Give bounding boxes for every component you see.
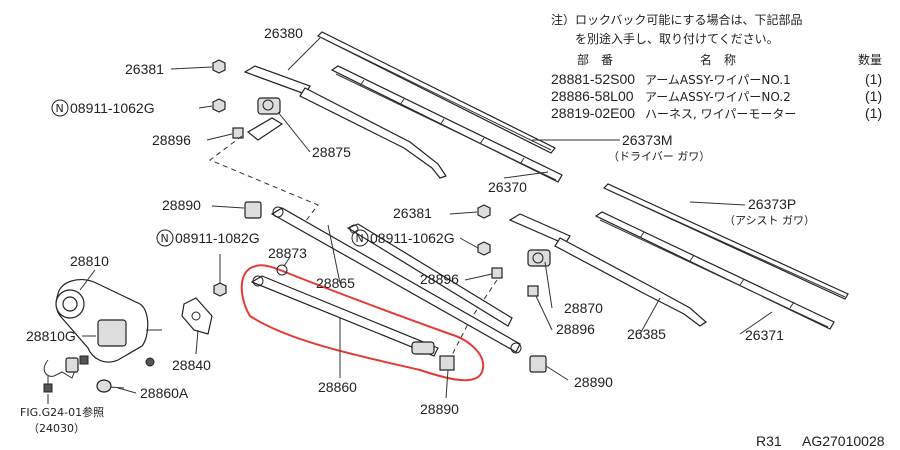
wiper-motor-28810 (55, 279, 162, 367)
label-26373m-sub: （ドライバー ガワ） (608, 150, 710, 163)
label-28896-b: 28896 (420, 271, 459, 287)
label-28810g: 28810G (26, 328, 76, 344)
harness-28810g (43, 355, 89, 393)
row3-name: ハーネス, ワイパーモーター (645, 107, 796, 121)
bolt-28860a (96, 379, 125, 393)
wiper-blade-26371 (594, 211, 835, 330)
washer-28873 (276, 264, 288, 276)
label-28896-c: 28896 (556, 321, 595, 337)
arm-pivot-28870 (527, 249, 551, 267)
link-rod-28865 (270, 206, 522, 354)
label-28873: 28873 (268, 245, 307, 261)
label-26385: 26385 (627, 326, 666, 342)
label-08911-1062g-b: 08911-1062G (370, 230, 455, 246)
label-28870: 28870 (564, 300, 603, 316)
bushing-28890-c (529, 355, 547, 373)
label-28860a: 28860A (140, 385, 189, 401)
note-line-1: 注）ロックバック可能にする場合は、下記部品 (551, 12, 803, 27)
label-26373p: 26373P (748, 196, 796, 212)
header-part-no: 部 番 (577, 52, 613, 67)
header-name: 名 称 (700, 52, 736, 67)
nut-08911-1082g (213, 282, 227, 297)
label-28865: 28865 (316, 275, 355, 291)
bushing-28890-b (439, 355, 455, 371)
bushing-28890-a (244, 201, 262, 219)
label-26381-b: 26381 (393, 205, 432, 221)
nut-26381-a (212, 59, 226, 74)
label-28896-a: 28896 (152, 132, 191, 148)
row2-name: アームASSY-ワイパーNO.2 (645, 90, 791, 104)
label-08911-1082g: 08911-1082G (175, 230, 260, 246)
reference-code: AG27010028 (802, 433, 885, 449)
label-08911-1062g-a: 08911-1062G (70, 100, 155, 116)
row2-part-no: 28886-58L00 (551, 88, 634, 104)
label-fig-ref-sub: （24030） (28, 422, 85, 435)
row3-qty: (1) (865, 105, 882, 121)
svg-text:N: N (161, 232, 169, 245)
label-28890-a: 28890 (162, 197, 201, 213)
row1-name: アームASSY-ワイパーNO.1 (645, 73, 791, 87)
label-26381-a: 26381 (125, 61, 164, 77)
n-symbol-2: N (156, 229, 174, 247)
part-labels: 26380 26381 08911-1062G 28896 28875 2637… (20, 25, 815, 435)
n-symbol-1: N (51, 99, 69, 117)
assist-blade-group (594, 183, 849, 330)
label-fig-ref: FIG.G24-01参照 (20, 405, 104, 419)
wiper-arm-26380 (243, 65, 447, 179)
assist-hardware (477, 204, 539, 297)
row1-qty: (1) (865, 71, 882, 87)
note-line-2: を別途入手し、取り付けてください。 (575, 31, 779, 46)
wiper-arm-26385 (508, 213, 707, 327)
page-code: R31 (756, 433, 782, 449)
bracket-28840 (181, 297, 213, 335)
label-26370: 26370 (488, 179, 527, 195)
svg-text:N: N (356, 232, 364, 245)
nut-26381-b (477, 204, 491, 219)
label-26380: 26380 (264, 25, 303, 41)
n-symbol-3: N (351, 229, 369, 247)
bushing-28896-c (527, 285, 539, 297)
nut-08911-b (477, 241, 491, 256)
highlight-loop (240, 264, 485, 382)
bushing-28896-b (491, 267, 503, 279)
svg-text:N: N (56, 102, 64, 115)
label-26371: 26371 (745, 327, 784, 343)
label-28810: 28810 (70, 253, 109, 269)
label-26373p-sub: （アシスト ガワ） (724, 214, 815, 227)
bushing-28896-a (232, 127, 244, 139)
label-28890-c: 28890 (574, 374, 613, 390)
driver-blade-group (316, 31, 563, 183)
label-28875: 28875 (312, 144, 351, 160)
header-qty: 数量 (858, 52, 882, 67)
driver-hardware (212, 59, 244, 139)
link-rod-28860 (250, 275, 455, 371)
label-28840: 28840 (172, 357, 211, 373)
row3-part-no: 28819-02E00 (551, 105, 635, 121)
note-block: 注）ロックバック可能にする場合は、下記部品 を別途入手し、取り付けてください。 … (551, 12, 882, 121)
nut-08911-a (212, 98, 226, 113)
label-28890-b: 28890 (420, 401, 459, 417)
label-26373m: 26373M (622, 132, 673, 148)
row2-qty: (1) (865, 88, 882, 104)
row1-part-no: 28881-52S00 (551, 71, 635, 87)
blade-insert-26373p (602, 183, 849, 300)
label-28860: 28860 (318, 379, 357, 395)
leader-lines (47, 37, 773, 404)
